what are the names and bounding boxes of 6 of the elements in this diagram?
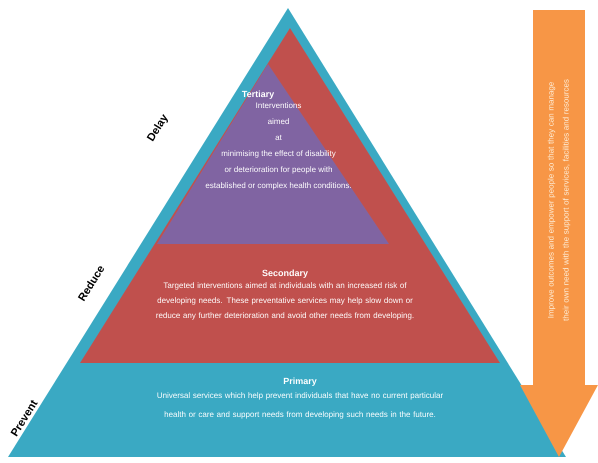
tier-heading: Primary <box>284 378 317 386</box>
tier-description: Targeted interventions aimed at individuals with an increased risk of developing needs. These preventative services may help slow down or reduce any further deterioration and avoid other needs from developing. <box>156 282 414 320</box>
tier-description: Universal services which help prevent individuals that have no current particular health or care and support needs from developing such needs in the future. <box>157 392 443 419</box>
tier-heading: Tertiary <box>242 90 274 99</box>
tier-description: Interventions aimed at minimising the effect of disability or deterioration for people with established or complex health conditions. <box>206 102 351 190</box>
tier-heading: Secondary <box>262 270 308 278</box>
